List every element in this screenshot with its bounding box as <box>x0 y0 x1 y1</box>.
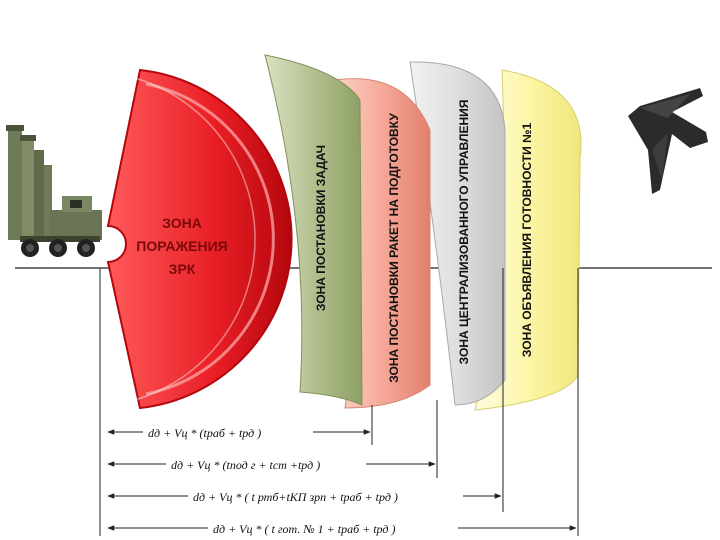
stealth-bomber-icon <box>628 88 708 194</box>
dimension-row-4: dд + Vц * ( t гот. № 1 + tраб + tрд ) <box>107 520 577 536</box>
zone-missile-preparation-label: ЗОНА ПОСТАНОВКИ РАКЕТ НА ПОДГОТОВКУ <box>387 113 401 383</box>
dimension-row-1: dд + Vц * (tраб + tрд ) <box>107 424 371 440</box>
zone-task-assignment: ЗОНА ПОСТАНОВКИ ЗАДАЧ <box>264 54 363 406</box>
formula-4: dд + Vц * ( t гот. № 1 + tраб + tрд ) <box>213 522 395 536</box>
kill-zone-label-line1: ЗОНА <box>162 215 202 231</box>
zone-task-assignment-label: ЗОНА ПОСТАНОВКИ ЗАДАЧ <box>314 145 328 311</box>
zone-centralized-control: ЗОНА ЦЕНТРАЛИЗОВАННОГО УПРАВЛЕНИЯ <box>409 61 506 406</box>
kill-zone-label-line2: ПОРАЖЕНИЯ <box>136 238 227 254</box>
kill-zone-label-line3: ЗРК <box>169 261 196 277</box>
formula-1: dд + Vц * (tраб + tрд ) <box>148 426 261 440</box>
formula-3: dд + Vц * ( t ртб+tКП зрп + tраб + tрд ) <box>193 490 398 504</box>
dimension-row-3: dд + Vц * ( t ртб+tКП зрп + tраб + tрд ) <box>107 488 502 504</box>
dimension-row-2: dд + Vц * (tпод г + tст +tрд ) <box>107 456 436 472</box>
zone-readiness-1-label: ЗОНА ОБЪЯВЛЕНИЯ ГОТОВНОСТИ №1 <box>520 123 534 358</box>
kill-zone: ЗОНА ПОРАЖЕНИЯ ЗРК <box>106 68 293 410</box>
zone-centralized-control-label: ЗОНА ЦЕНТРАЛИЗОВАННОГО УПРАВЛЕНИЯ <box>457 100 471 365</box>
sam-launcher-icon <box>6 125 102 257</box>
formula-2: dд + Vц * (tпод г + tст +tрд ) <box>171 458 320 472</box>
